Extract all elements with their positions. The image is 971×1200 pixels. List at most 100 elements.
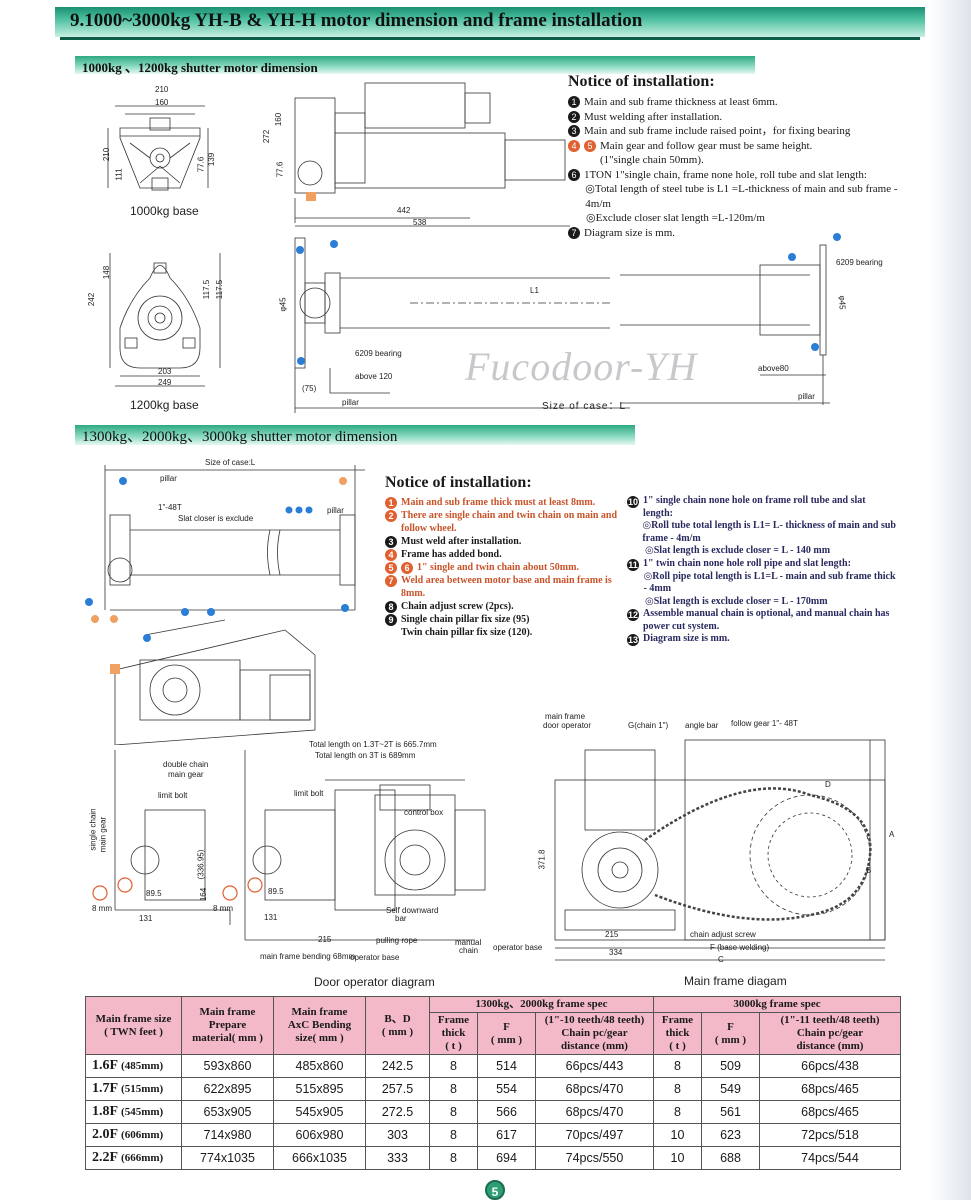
base1200-label: 1200kg base — [130, 398, 199, 412]
dim-D: D — [825, 780, 831, 789]
notice-item: 7 Diagram size is mm. — [568, 226, 908, 241]
notice2: Notice of installation: 1 Main and sub fr… — [385, 474, 620, 639]
notice-item: ◎Roll tube total length is L1= L- thickn… — [627, 520, 897, 545]
th-chain10: (1"-10 teeth/48 teeth) Chain pc/gear dis… — [535, 1012, 654, 1055]
section1-bar — [75, 56, 755, 74]
notice-text: ◎Slat length is exclude closer = L - 170… — [645, 595, 828, 607]
door-operator-caption: Door operator diagram — [314, 975, 435, 989]
cell-prepare: 653x905 — [181, 1100, 274, 1124]
bar-label: bar — [395, 914, 407, 923]
th-chain11: (1"-11 teeth/48 teeth) Chain pc/gear dis… — [759, 1012, 901, 1055]
dim-442: 442 — [397, 206, 411, 215]
cell-t2: 8 — [653, 1054, 702, 1078]
cell-c1: 68pcs/470 — [535, 1077, 654, 1101]
dim-160: 160 — [155, 98, 169, 107]
cell-axc: 606x980 — [273, 1123, 366, 1147]
notice-text: 1TON 1"single chain, frame none hole, ro… — [584, 168, 867, 181]
notice-text: Diagram size is mm. — [584, 226, 676, 239]
notice-text: ◎Slat length is exclude closer = L - 140… — [645, 545, 831, 556]
cell-c2: 68pcs/465 — [759, 1100, 901, 1124]
notice-text: 1" single chain none hole on frame roll … — [643, 495, 866, 519]
single-chain-label: single chain — [88, 808, 98, 851]
dim-371-8: 371.8 — [537, 849, 547, 870]
dim-242: 242 — [87, 292, 97, 307]
cell-f1: 566 — [477, 1100, 536, 1124]
number-badge-icon: 11 — [627, 558, 639, 571]
notice-item: ◎Slat length is exclude closer = L - 140… — [627, 545, 897, 558]
control-box-label: control box — [404, 808, 444, 817]
cell-size: 1.6F (485mm) — [85, 1054, 182, 1078]
cell-size: 1.8F (545mm) — [85, 1100, 182, 1124]
cell-prepare: 714x980 — [181, 1123, 274, 1147]
number-badge-icon: 6 — [401, 562, 413, 574]
operator-base-2: operator base — [350, 953, 400, 962]
base1000-label: 1000kg base — [130, 204, 199, 218]
slat-closer-label: Slat closer is exclude — [178, 514, 254, 523]
dim-272: 272 — [262, 129, 272, 144]
dim-160v: 160 — [274, 112, 284, 127]
cell-f2: 561 — [701, 1100, 760, 1124]
notice-text: Diagram size is mm. — [643, 633, 730, 644]
notice-text: ◎Roll pipe total length is L1=L - main a… — [643, 570, 896, 595]
operator-base-1: operator base — [493, 943, 543, 952]
dim-538: 538 — [413, 218, 427, 227]
number-badge-icon: 1 — [385, 497, 397, 509]
follow-gear-label: follow gear 1"- 48T — [731, 719, 798, 728]
base1000-outline — [119, 127, 201, 189]
dim-8mm-a: 8 mm — [92, 904, 112, 913]
dim-phi45: φ45 — [278, 297, 288, 312]
notice-text: Assemble manual chain is optional, and m… — [643, 608, 890, 632]
dim-C: C — [718, 955, 724, 964]
number-badge-icon: 7 — [385, 575, 397, 587]
section2-title: 1300kg、2000kg、3000kg shutter motor dimen… — [82, 429, 398, 445]
page-number: 5 — [485, 1180, 505, 1200]
spec-table: Main frame size ( TWN feet ) Main frame … — [85, 996, 901, 1170]
notice-text: 1" twin chain none hole roll pipe and sl… — [643, 557, 851, 569]
cell-bd: 257.5 — [365, 1077, 430, 1101]
th-axc: Main frame AxC Bending size( mm ) — [273, 996, 366, 1055]
section1-title: 1000kg 、1200kg shutter motor dimension — [82, 60, 318, 75]
dim-210v: 210 — [102, 147, 112, 162]
dim-77-6b: 77.6 — [275, 161, 285, 178]
th-f: F ( mm ) — [477, 1012, 536, 1055]
cell-prepare: 593x860 — [181, 1054, 274, 1078]
dim-117-5a: 117.5 — [202, 279, 212, 300]
number-badge-icon: 7 — [568, 226, 580, 239]
th-bd: B、D ( mm ) — [365, 996, 430, 1055]
th-thick: Frame thick ( t ) — [429, 1012, 478, 1055]
dim-215: 215 — [318, 935, 332, 944]
dim-75: (75) — [302, 384, 317, 393]
main-gear-label-2: main gear — [98, 816, 108, 853]
dim-203: 203 — [158, 367, 172, 376]
total-length-1: Total length on 1.3T~2T is 665.7mm — [309, 740, 437, 749]
total-length-2: Total length on 3T is 689mm — [315, 751, 416, 760]
dim-131a: 131 — [139, 914, 153, 923]
cell-axc: 485x860 — [273, 1054, 366, 1078]
notice-item: ◎Total length of steel tube is L1 =L-thi… — [568, 182, 908, 211]
notice-text: Main and sub frame thick must at least 8… — [401, 497, 596, 508]
cell-size: 2.0F (606mm) — [85, 1123, 182, 1147]
cell-f1: 694 — [477, 1146, 536, 1170]
th-f2: F ( mm ) — [701, 1012, 760, 1055]
number-badge-icon: 4 — [568, 139, 580, 152]
page-edge-shadow — [929, 0, 971, 1200]
chain-adjust-label: chain adjust screw — [690, 930, 756, 939]
notice2-title: Notice of installation: — [385, 474, 532, 491]
notice-text: ◎Total length of steel tube is L1 =L-thi… — [585, 183, 898, 210]
cell-prepare: 622x895 — [181, 1077, 274, 1101]
dim-77-6: 77.6 — [196, 156, 206, 173]
dim-336-95: (336.95) — [196, 849, 206, 880]
main-frame-caption: Main frame diagam — [684, 974, 787, 988]
t48-label: 1"-48T — [158, 503, 182, 512]
notice-text: ◎Exclude closer slat length =L-120m/m — [586, 212, 765, 224]
